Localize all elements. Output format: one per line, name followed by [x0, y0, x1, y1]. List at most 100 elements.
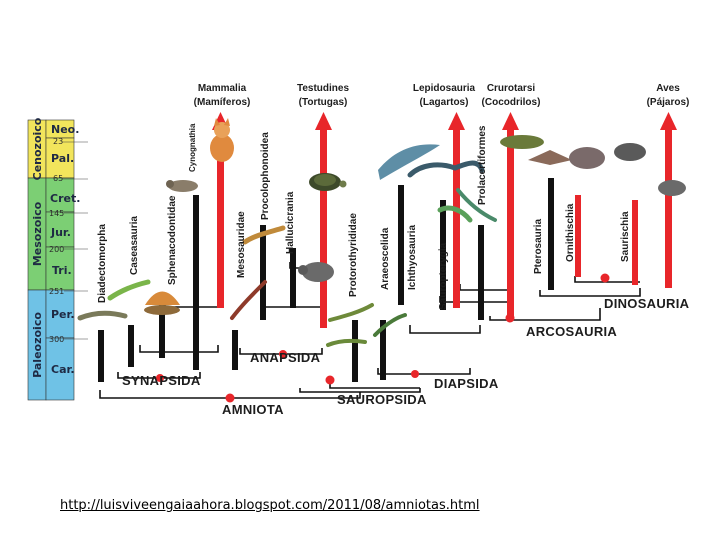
branch-label-caseasauria: Caseasauria [129, 216, 140, 275]
geologic-timescale: Cenozoico Mesozoico Paleozoico Neo. Pal.… [27, 117, 88, 401]
plesiosaur-illustration [407, 160, 485, 178]
taxon-name-lepidosauria: Lepidosauria [413, 83, 476, 94]
lineage-bar-araeoscelida [380, 320, 386, 380]
arrow-aves [660, 112, 677, 288]
branch-label-mesosauridae: Mesosauridae [236, 211, 247, 278]
clade-label-anapsida: ANAPSIDA [250, 350, 321, 365]
taxon-name-testudines: Testudines [297, 83, 349, 94]
node-diapsida [411, 370, 419, 378]
taxon-common-testudines: (Tortugas) [299, 97, 348, 108]
node-sauropsida [325, 375, 335, 385]
arrow-testudines [315, 112, 332, 328]
source-link[interactable]: http://luisviveengaiaahora.blogspot.com/… [60, 498, 480, 513]
lineage-bar-protorothyrididae [352, 320, 358, 382]
branch-label-ornithischia: Ornithischia [565, 203, 576, 262]
clade-label-sauropsida: SAUROPSIDA [337, 392, 427, 407]
ichthyosaur-illustration [378, 144, 440, 180]
period-band-cret [45, 177, 75, 213]
node-dinosauria [600, 273, 610, 283]
connector-sauropsida [299, 388, 421, 393]
connector-arcosauria [489, 308, 601, 321]
lineage-bar-hallucicrania [290, 248, 296, 308]
period-label-tri: Tri. [52, 264, 72, 277]
lineage-bar-ornithischia [575, 195, 581, 277]
node-anapsida [279, 350, 287, 358]
branch-label-hallucicrania: Hallucicrania [285, 191, 296, 254]
branch-label-diadectomorpha: Diadectomorpha [97, 224, 108, 303]
clade-labels: AMNIOTA SYNAPSIDA ANAPSIDA SAUROPSIDA DI… [122, 296, 690, 417]
period-label-car: Car. [51, 363, 75, 376]
period-label-pal: Pal. [51, 152, 74, 165]
clade-label-arcosauria: ARCOSAURIA [526, 324, 617, 339]
lineage-bar-cynognathia [193, 195, 199, 370]
connector-diapsida-3 [459, 284, 510, 291]
lineage-bar-mesosauridae [232, 330, 238, 370]
surviving-lineages [212, 112, 677, 328]
extinct-lineages [98, 178, 554, 382]
age-label-65: 65 [53, 174, 63, 183]
cat-illustration [210, 118, 234, 162]
lineage-bar-ichthyosauria [398, 185, 404, 305]
era-label-paleozoic: Paleozoico [31, 312, 44, 378]
taxon-common-crurotarsi: (Cocodrilos) [482, 97, 541, 108]
theropod-illustration [614, 143, 646, 161]
turtle-illustration [309, 173, 347, 191]
taxon-name-crurotarsi: Crurotarsi [487, 83, 536, 94]
branch-label-saurischia: Saurischia [620, 211, 631, 262]
lineage-bar-diadectomorpha [98, 330, 104, 382]
salamander-illustration [326, 338, 367, 347]
taxon-name-mammalia: Mammalia [198, 83, 247, 94]
branch-label-ichthyosauria: Ichthyosauria [407, 225, 418, 290]
arrow-lepidosauria [448, 112, 465, 308]
branch-label-pterosauria: Pterosauria [533, 219, 544, 274]
reptile-illustration-red [230, 280, 267, 320]
node-amniota [225, 393, 235, 403]
clade-label-synapsida: SYNAPSIDA [122, 373, 201, 388]
era-label-mesozoic: Mesozoico [31, 201, 44, 266]
clade-label-diapsida: DIAPSIDA [434, 376, 499, 391]
taxon-common-mammalia: (Mamíferos) [194, 97, 251, 108]
lineage-bar-prolacertiformes [478, 225, 484, 320]
age-label-145: 145 [49, 209, 64, 218]
period-label-cret: Cret. [50, 192, 80, 205]
lizard-illustration-5 [437, 205, 473, 223]
age-label-300: 300 [49, 335, 64, 344]
branch-label-cynognathia: Cynognathia [188, 123, 197, 172]
node-synapsida [156, 374, 164, 382]
connector-synapsida-inner [139, 345, 219, 353]
top-taxa-labels: Mammalia (Mamíferos) Testudines (Tortuga… [194, 83, 690, 108]
lineage-bar-pterosauria [548, 178, 554, 290]
lineage-bar-sauropterygia [440, 200, 446, 310]
lineage-bar-procolophonoidea [260, 225, 266, 320]
tanystropheus-illustration [456, 188, 497, 222]
lizard-illustration-1 [107, 279, 151, 301]
age-label-23: 23 [53, 137, 63, 146]
taxon-common-lepidosauria: (Lagartos) [420, 97, 469, 108]
period-label-jur: Jur. [50, 226, 71, 239]
arrow-crurotarsi [502, 112, 519, 318]
node-arcosauria [505, 313, 515, 323]
lineage-bar-sphenacodontidae [159, 300, 165, 358]
pareiasaur-illustration [298, 262, 334, 282]
mesosaur-illustration [242, 225, 286, 245]
taxon-common-aves: (Pájaros) [647, 97, 690, 108]
connector-diapsida [377, 368, 471, 375]
lineage-bar-saurischia [632, 200, 638, 285]
lizard-illustration-3 [328, 303, 374, 322]
organism-illustrations [77, 118, 686, 347]
lizard-illustration-4 [373, 313, 407, 337]
period-label-per: Per. [51, 308, 75, 321]
branch-label-procolophonoidea: Procolophonoidea [260, 132, 271, 220]
age-ticks [62, 141, 88, 340]
branch-label-sauropterygia: Sauropterygia [438, 242, 449, 310]
clade-label-dinosauria: DINOSAURIA [604, 296, 690, 311]
age-label-251: 251 [49, 287, 64, 296]
clade-label-amniota: AMNIOTA [222, 402, 284, 417]
branch-label-protorothyrididae: Protorothyrididae [348, 213, 359, 297]
period-band-jur [45, 211, 75, 248]
clade-nodes [156, 273, 610, 403]
era-label-cenozoic: Cenozoico [31, 117, 44, 180]
period-band-pal [45, 137, 75, 179]
connector-dinosauria-inner [574, 276, 640, 283]
